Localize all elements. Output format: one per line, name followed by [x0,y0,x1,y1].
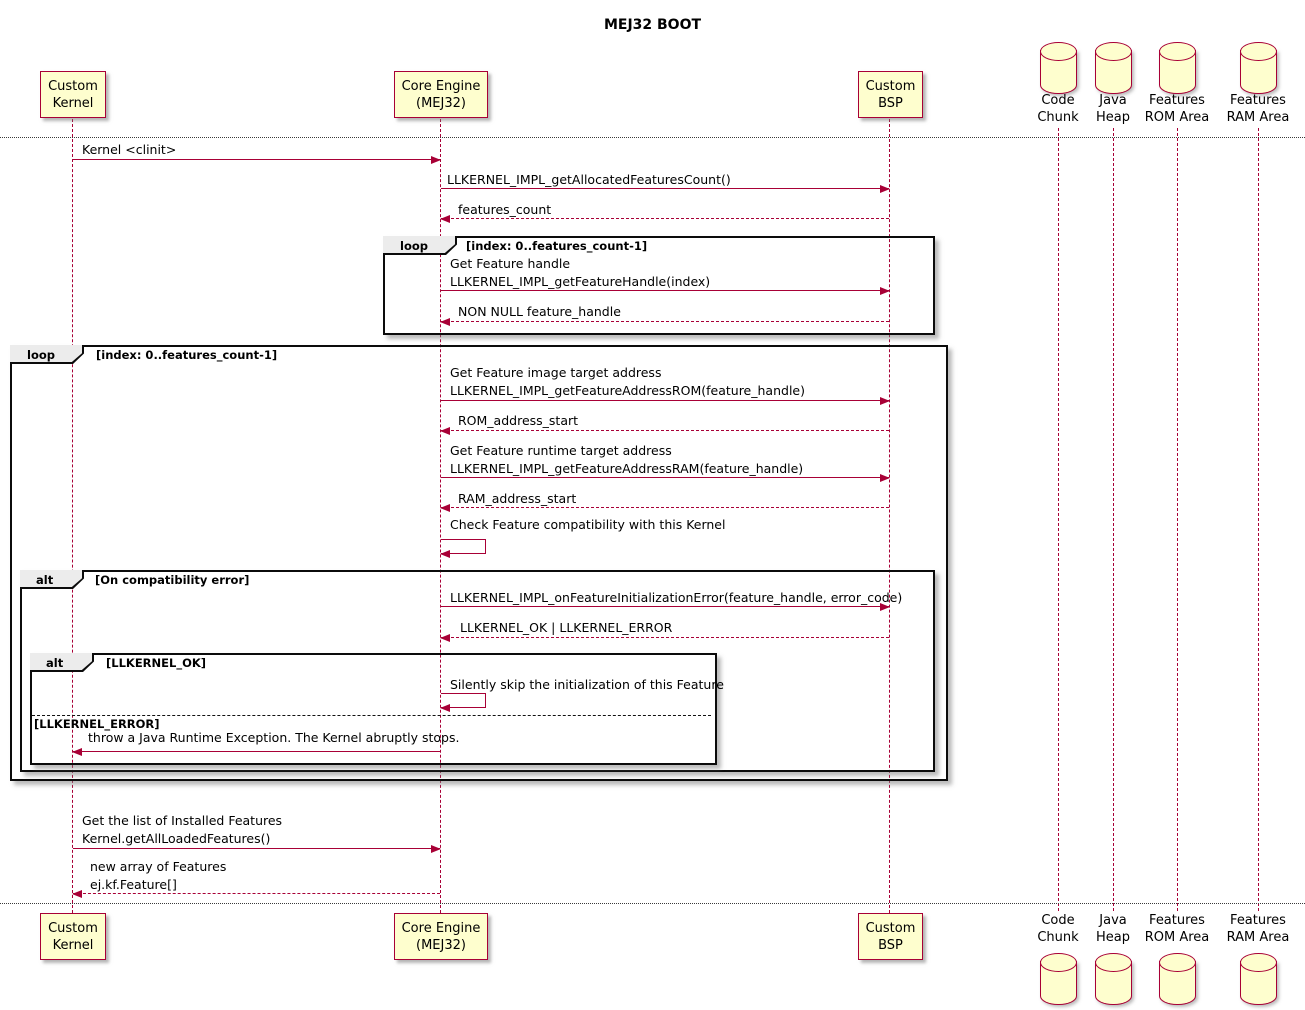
fragment-else-guard: [LLKERNEL_ERROR] [34,717,160,731]
database-icon-features-rom-bottom [1159,953,1196,1005]
fragment-guard-loop-1: [index: 0..features_count-1] [466,239,648,253]
message-label-new-feature-array: new array of Features ej.kf.Feature[] [90,859,227,892]
database-label-features-rom-bottom: Features ROM Area [1144,913,1210,945]
database-label-features-ram-top: Features RAM Area [1226,93,1290,125]
database-label-code-chunk-bottom: Code Chunk [1037,913,1079,945]
database-label-features-rom-top: Features ROM Area [1144,93,1210,125]
message-arrow-ram-address-start [440,503,889,512]
database-icon-code-chunk-top [1040,42,1077,94]
fragment-keyword-alt-result: alt [46,656,64,670]
message-arrow-features-count [440,214,889,223]
fragment-alt-result [30,653,717,765]
message-arrow-ok-or-error [440,633,889,642]
message-arrow-new-feature-array [72,889,440,898]
message-label-check-compat: Check Feature compatibility with this Ke… [450,517,726,532]
database-label-features-ram-bottom: Features RAM Area [1226,913,1290,945]
database-icon-features-ram-bottom [1240,953,1277,1005]
fragment-loop-1 [383,236,935,335]
database-label-java-heap-bottom: Java Heap [1096,913,1130,945]
lifeline-features-ram [1258,128,1259,911]
message-arrow-silently-skip-self [440,693,486,712]
database-label-code-chunk-top: Code Chunk [1037,93,1079,125]
fragment-loop-2 [10,345,948,781]
message-arrow-rom-address-start [440,426,889,435]
message-arrow-clinit [73,155,441,164]
fragment-guard-alt-result: [LLKERNEL_OK] [106,656,207,670]
lifeline-core-engine [440,119,441,913]
message-label-on-init-error: LLKERNEL_IMPL_onFeatureInitializationErr… [450,590,903,605]
fragment-alt-error [20,570,935,772]
participant-core-engine-bottom: Core Engine (MEJ32) [394,913,488,960]
fragment-header-alt-error [20,570,84,589]
message-label-get-feature-handle: Get Feature handle LLKERNEL_IMPL_getFeat… [450,256,711,289]
message-label-get-rom-address: Get Feature image target address LLKERNE… [450,365,805,398]
fragment-header-loop-1 [383,236,457,255]
message-arrow-get-feature-handle [441,286,890,295]
fragment-keyword-loop-2: loop [27,348,55,362]
participant-core-engine-top: Core Engine (MEJ32) [394,71,488,118]
message-label-get-allocated-count: LLKERNEL_IMPL_getAllocatedFeaturesCount(… [447,172,731,187]
message-arrow-check-compat-self [440,539,486,558]
message-label-throw-exception: throw a Java Runtime Exception. The Kern… [88,730,460,745]
message-label-clinit: Kernel <clinit> [82,142,177,157]
message-label-features-count: features_count [458,202,552,217]
fragment-header-loop-2 [10,345,84,364]
message-arrow-get-allocated-count [441,184,890,193]
bottom-separator-line [0,903,1305,904]
message-label-silently-skip: Silently skip the initialization of this… [450,677,724,692]
top-separator-line [0,137,1305,138]
message-label-ok-or-error: LLKERNEL_OK | LLKERNEL_ERROR [460,620,673,635]
lifeline-java-heap [1113,128,1114,911]
message-arrow-non-null-handle [440,317,889,326]
lifeline-custom-bsp [889,119,890,913]
database-icon-java-heap-bottom [1095,953,1132,1005]
message-arrow-on-init-error [441,602,890,611]
message-label-ram-address-start: RAM_address_start [458,491,577,506]
database-icon-features-ram-top [1240,42,1277,94]
fragment-guard-loop-2: [index: 0..features_count-1] [96,348,278,362]
fragment-else-divider [32,715,711,716]
message-label-get-ram-address: Get Feature runtime target address LLKER… [450,443,804,476]
lifeline-features-rom [1177,128,1178,911]
fragment-header-alt-result [30,653,94,672]
database-label-java-heap-top: Java Heap [1096,93,1130,125]
message-arrow-throw-exception [72,747,440,756]
diagram-title: MEJ32 BOOT [603,17,702,33]
participant-custom-bsp-bottom: Custom BSP [858,913,923,960]
database-icon-java-heap-top [1095,42,1132,94]
participant-custom-bsp-top: Custom BSP [858,71,923,118]
fragment-guard-alt-error: [On compatibility error] [95,573,250,587]
message-label-non-null-handle: NON NULL feature_handle [458,304,621,319]
message-arrow-get-rom-address [441,396,890,405]
fragment-keyword-alt-error: alt [36,573,54,587]
participant-custom-kernel-bottom: Custom Kernel [40,913,106,960]
lifeline-code-chunk [1058,128,1059,911]
message-arrow-get-loaded-features [73,844,441,853]
message-label-rom-address-start: ROM_address_start [458,413,579,428]
participant-custom-kernel-top: Custom Kernel [40,71,106,118]
message-label-get-loaded-features: Get the list of Installed Features Kerne… [82,813,283,846]
database-icon-features-rom-top [1159,42,1196,94]
lifeline-custom-kernel [72,119,73,913]
database-icon-code-chunk-bottom [1040,953,1077,1005]
fragment-keyword-loop-1: loop [400,239,428,253]
message-arrow-get-ram-address [441,473,890,482]
